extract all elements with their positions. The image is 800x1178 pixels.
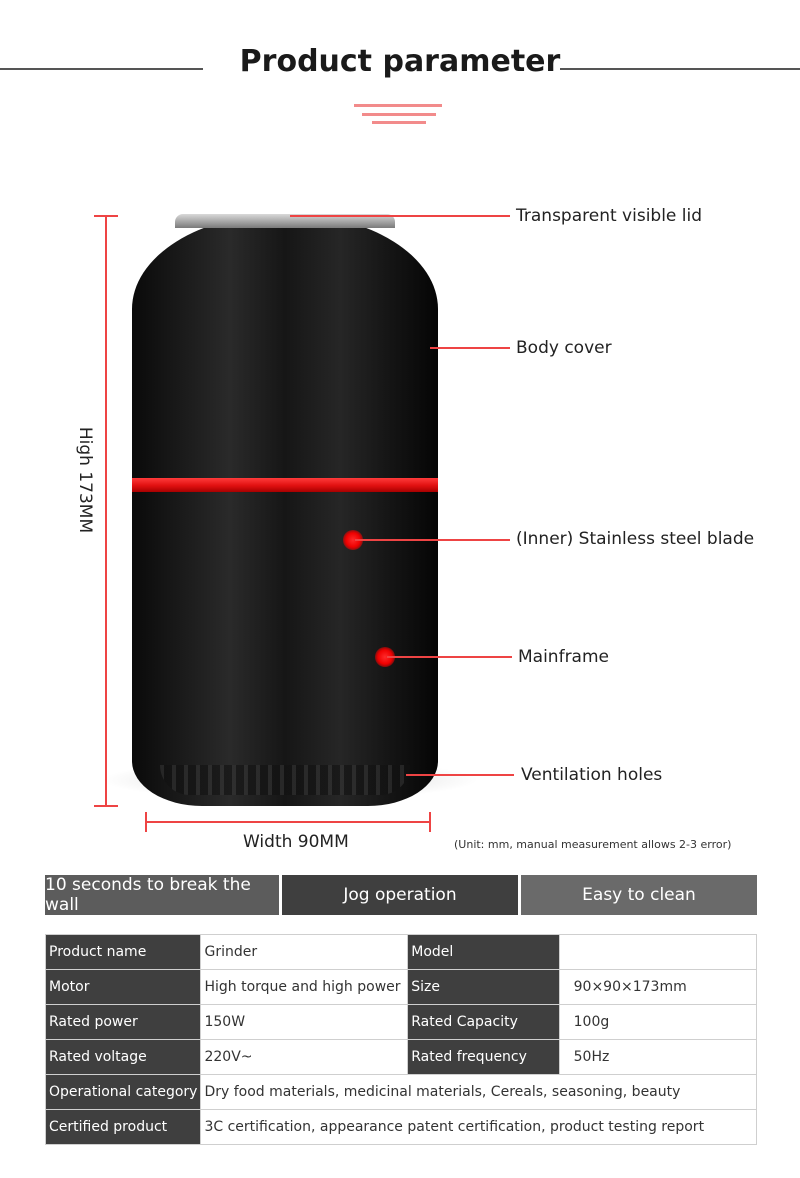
mainframe-callout-line (387, 656, 512, 658)
spec-value: Dry food materials, medicinal materials,… (200, 1074, 757, 1110)
vent-callout-label: Ventilation holes (521, 765, 663, 785)
title-decoration-bar-3 (372, 121, 426, 124)
body-callout-line (430, 347, 510, 349)
spec-label: Operational category (44, 1074, 202, 1110)
spec-value: 100g (558, 1004, 758, 1040)
height-label: High 173MM (75, 426, 95, 534)
spec-label: Rated voltage (44, 1039, 202, 1075)
table-row: Product name Grinder Model (44, 934, 758, 970)
spec-label: Motor (44, 969, 202, 1005)
width-label: Width 90MM (243, 832, 349, 852)
table-row: Certified product 3C certification, appe… (44, 1109, 757, 1145)
height-dimension-cap-bottom (94, 805, 118, 807)
feature-break-wall: 10 seconds to break the wall (45, 875, 279, 915)
spec-value: 50Hz (558, 1039, 758, 1075)
table-row: Rated voltage 220V~ Rated frequency 50Hz (44, 1039, 758, 1075)
title-decoration-bar-1 (354, 104, 442, 107)
spec-label: Model (407, 934, 560, 970)
blade-callout-line (355, 539, 510, 541)
width-dimension-cap-right (429, 812, 431, 832)
unit-note: (Unit: mm, manual measurement allows 2-3… (454, 838, 732, 851)
lid-callout-line (290, 215, 510, 217)
spec-value (558, 934, 758, 970)
spec-value: 150W (200, 1004, 409, 1040)
spec-label: Size (407, 969, 560, 1005)
spec-label: Rated power (44, 1004, 202, 1040)
spec-value: 90×90×173mm (558, 969, 758, 1005)
grinder-body-image (132, 214, 438, 806)
spec-value: High torque and high power (200, 969, 409, 1005)
grinder-vent-holes (160, 765, 410, 795)
spec-table: Product name Grinder Model Motor High to… (44, 934, 758, 1145)
feature-easy-clean: Easy to clean (521, 875, 757, 915)
title-divider-left (0, 68, 203, 70)
mainframe-callout-label: Mainframe (518, 647, 609, 667)
title-divider-right (560, 68, 800, 70)
lid-callout-label: Transparent visible lid (516, 206, 703, 226)
feature-jog-operation: Jog operation (282, 875, 518, 915)
spec-label: Product name (44, 934, 202, 970)
spec-value: Grinder (200, 934, 409, 970)
spec-value: 3C certification, appearance patent cert… (200, 1109, 757, 1145)
table-row: Motor High torque and high power Size 90… (44, 969, 758, 1005)
table-row: Operational category Dry food materials,… (44, 1074, 757, 1110)
grinder-red-ring (132, 478, 438, 492)
body-callout-label: Body cover (516, 338, 612, 358)
width-dimension-line (146, 821, 430, 823)
grinder-lid (175, 214, 395, 228)
table-row: Rated power 150W Rated Capacity 100g (44, 1004, 758, 1040)
spec-label: Rated frequency (407, 1039, 560, 1075)
vent-callout-line (406, 774, 514, 776)
mainframe-marker-dot (375, 647, 395, 667)
spec-label: Certified product (44, 1109, 202, 1145)
spec-value: 220V~ (200, 1039, 409, 1075)
spec-label: Rated Capacity (407, 1004, 560, 1040)
title-decoration-bar-2 (362, 113, 436, 116)
page-title: Product parameter (239, 44, 561, 79)
height-dimension-line (105, 216, 107, 806)
blade-callout-label: (Inner) Stainless steel blade (516, 529, 755, 549)
blade-marker-dot (343, 530, 363, 550)
